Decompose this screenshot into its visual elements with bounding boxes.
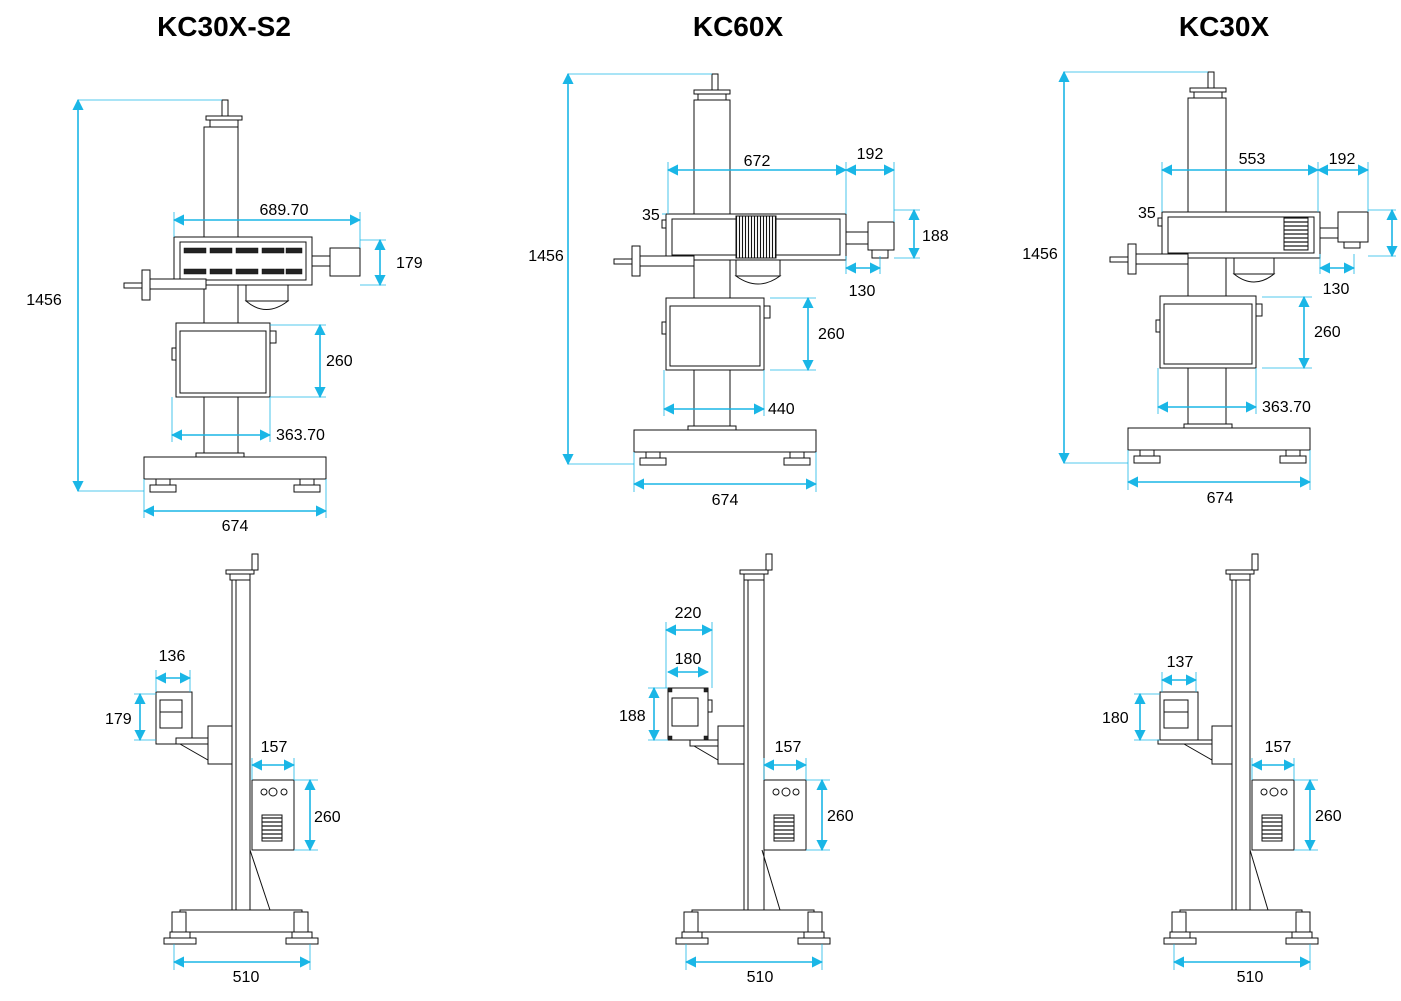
dim-head-depth: 130 — [849, 283, 876, 300]
dim-box-height: 260 — [818, 326, 845, 343]
dim-head-height: 179 — [105, 711, 132, 728]
dim-box-width: 440 — [768, 401, 795, 418]
kc60x-front-dimensions: 1456 672 192 35 188 130 260 440 674 — [528, 72, 949, 509]
kc30x-side-dimensions: 137 180 157 260 510 — [1102, 654, 1342, 986]
dim-outer-width: 220 — [675, 605, 702, 622]
model-title-kc30x: KC30X — [1179, 11, 1270, 42]
dim-head-width: 137 — [1167, 654, 1194, 671]
dim-base-width: 510 — [233, 969, 260, 986]
dim-box-height: 260 — [326, 353, 353, 370]
dim-width: 689.70 — [260, 202, 309, 219]
model-title-kc60x: KC60X — [693, 11, 784, 42]
dim-base-width: 674 — [222, 518, 249, 535]
dim-base-width: 674 — [712, 492, 739, 509]
dim-height: 1456 — [26, 292, 62, 309]
kc30x-side-view — [1157, 553, 1319, 945]
kc30x-s2-front-view — [123, 99, 361, 493]
dim-width: 672 — [744, 153, 771, 170]
kc60x-side-dimensions: 220 180 188 157 260 510 — [619, 605, 854, 986]
kc30x-s2-front-dimensions: 1456 689.70 179 260 363.70 674 — [26, 98, 423, 535]
dim-head-height: 180 — [1102, 710, 1129, 727]
dim-head-width: 180 — [675, 651, 702, 668]
dim-head-height: 188 — [619, 708, 646, 725]
dim-panel-height: 260 — [827, 808, 854, 825]
dim-height: 1456 — [528, 248, 564, 265]
kc60x-side-view — [667, 553, 831, 945]
dim-panel-width: 157 — [261, 739, 288, 756]
dim-head-offset: 192 — [1329, 151, 1356, 168]
dim-head-depth: 130 — [1323, 281, 1350, 298]
dim-box-height: 260 — [1314, 324, 1341, 341]
dim-panel-width: 157 — [775, 739, 802, 756]
dim-head-height: 179 — [396, 255, 423, 272]
dim-width: 553 — [1239, 151, 1266, 168]
dim-gap: 35 — [642, 207, 660, 224]
dim-height: 1456 — [1022, 246, 1058, 263]
dim-head-height: 188 — [922, 228, 949, 245]
dim-gap: 35 — [1138, 205, 1156, 222]
dim-head-width: 136 — [159, 648, 186, 665]
dim-box-width: 363.70 — [1262, 399, 1311, 416]
dim-panel-width: 157 — [1265, 739, 1292, 756]
dim-base-width: 510 — [747, 969, 774, 986]
dim-base-width: 674 — [1207, 490, 1234, 507]
kc30x-front-view — [1109, 71, 1369, 464]
dim-panel-height: 260 — [314, 809, 341, 826]
dim-panel-height: 260 — [1315, 808, 1342, 825]
kc30x-front-dimensions: 1456 553 192 35 130 260 363.70 674 — [1022, 70, 1398, 507]
kc30x-s2-side-dimensions: 136 179 157 260 510 — [105, 648, 341, 986]
dim-head-offset: 192 — [857, 146, 884, 163]
kc60x-front-view — [613, 73, 895, 466]
dim-box-width: 363.70 — [276, 427, 325, 444]
kc30x-s2-side-view — [155, 553, 319, 945]
model-title-kc30x-s2: KC30X-S2 — [157, 11, 291, 42]
dim-base-width: 510 — [1237, 969, 1264, 986]
